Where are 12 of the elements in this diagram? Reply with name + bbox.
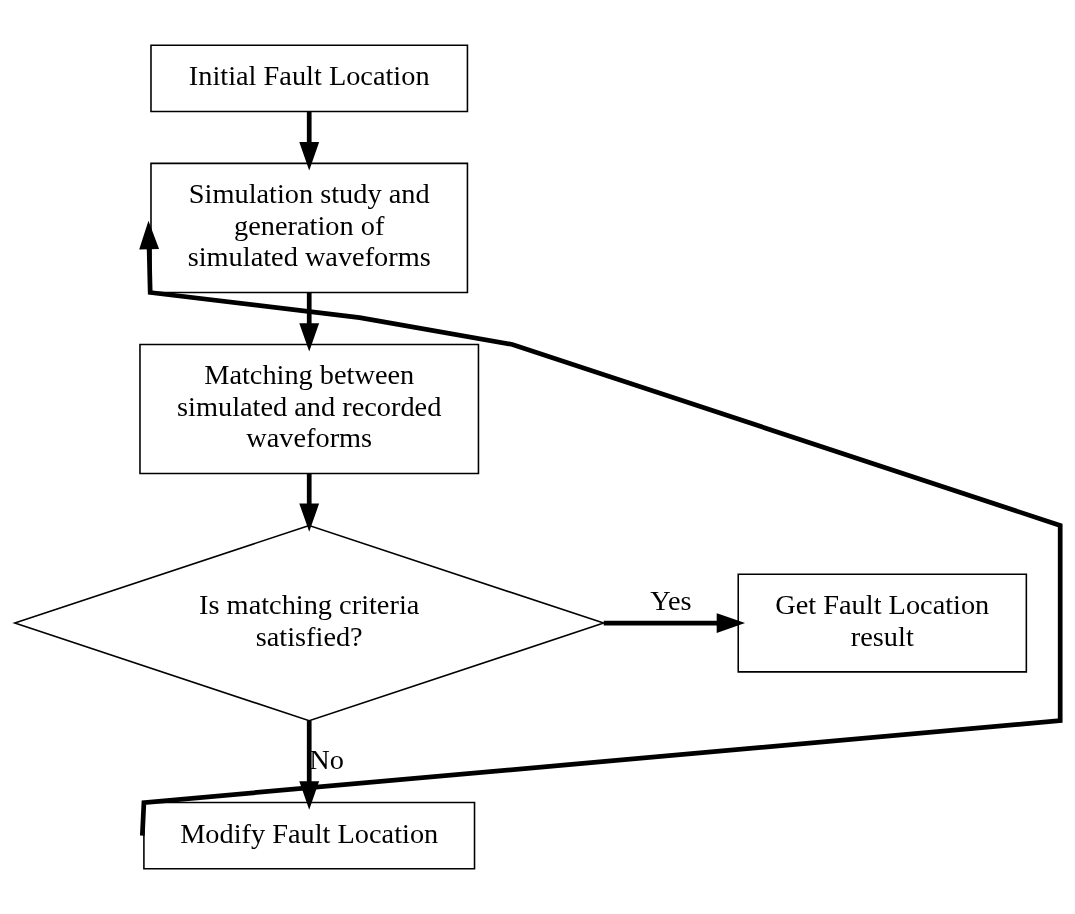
node-box: Initial Fault Location bbox=[150, 44, 469, 113]
arrow bbox=[299, 292, 320, 352]
arrow bbox=[299, 473, 320, 532]
node-box: Simulation study and generation of simulated waveforms bbox=[150, 162, 469, 294]
arrow bbox=[139, 220, 1063, 836]
node-box: Modify Fault Location bbox=[143, 801, 476, 870]
arrow bbox=[603, 613, 746, 634]
node-diamond: Is matching criteria satisfied? bbox=[12, 524, 607, 722]
arrow bbox=[299, 111, 320, 171]
node-box: Get Fault Location result bbox=[737, 573, 1028, 673]
edge-label: Yes bbox=[650, 584, 692, 616]
node-box: Matching between simulated and recorded waveforms bbox=[139, 343, 480, 475]
